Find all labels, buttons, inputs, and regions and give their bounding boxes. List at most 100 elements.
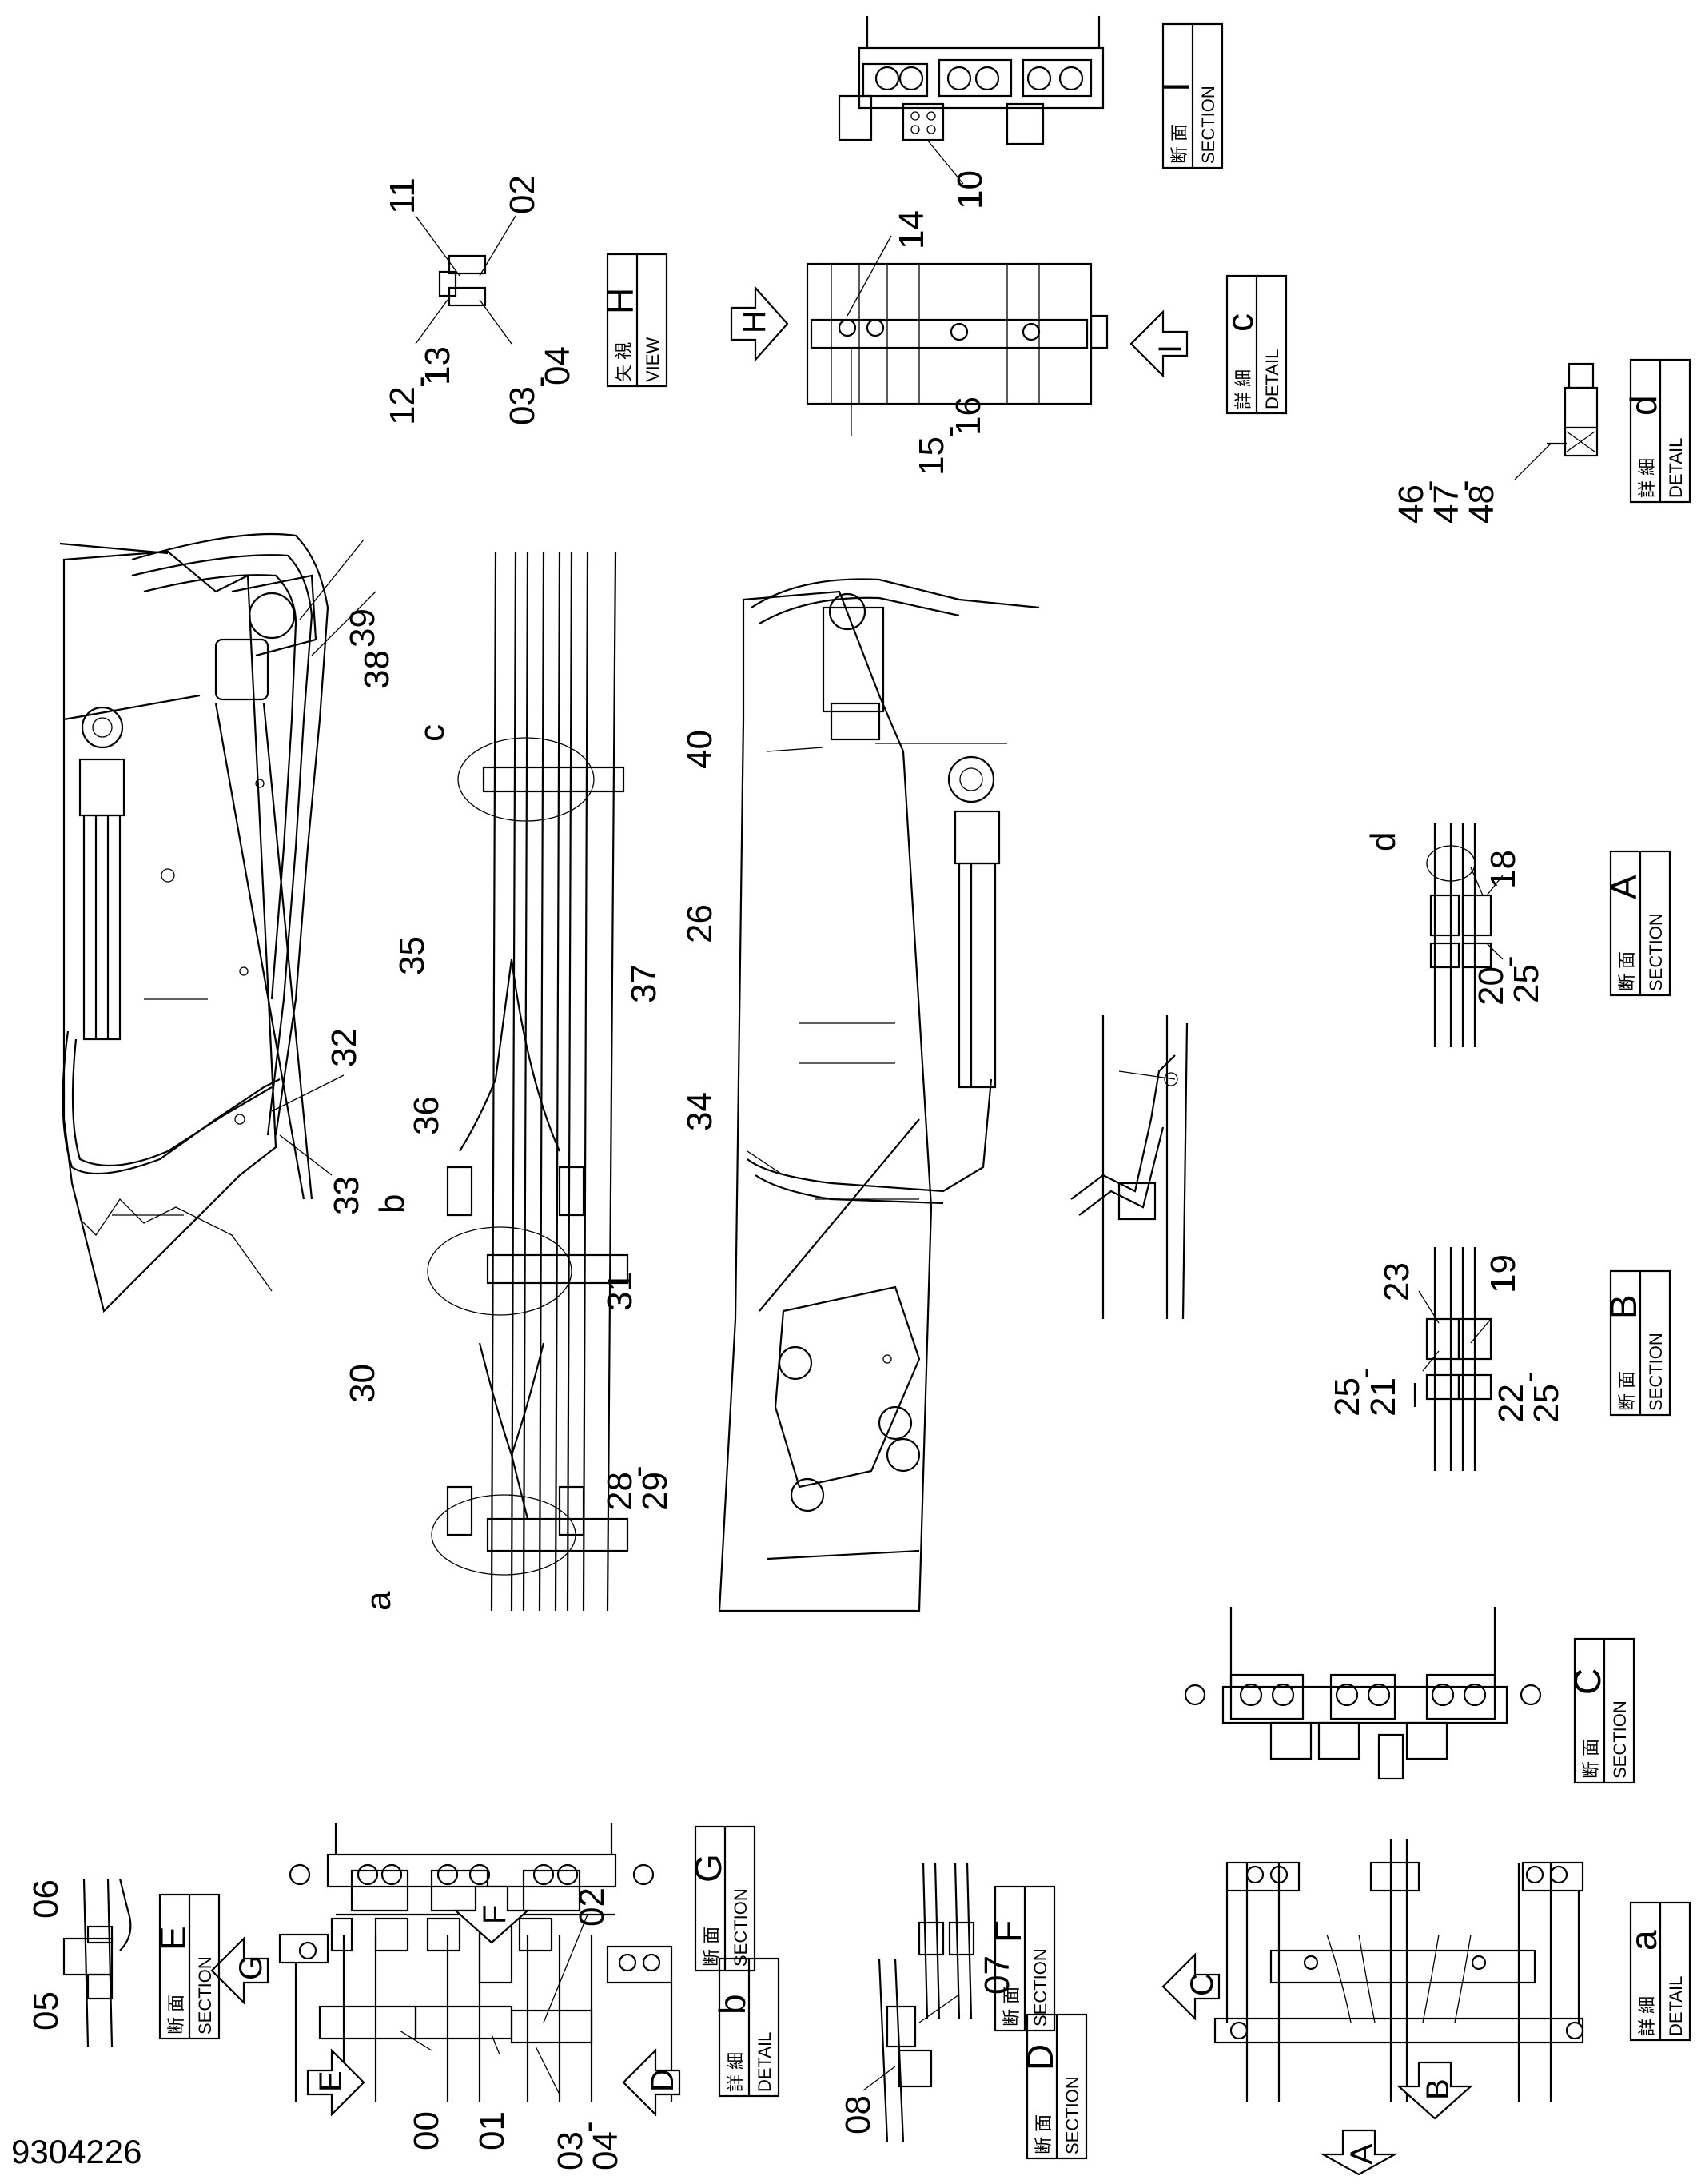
svg-text:断 面: 断 面	[1617, 1371, 1637, 1411]
section-d-drawing	[862, 1958, 960, 2143]
arrow-c: C	[1161, 1952, 1221, 2021]
box-section-d: D 断 面 SECTION	[1019, 2013, 1088, 2160]
svg-text:D: D	[645, 2069, 680, 2092]
arrow-f: F	[453, 1885, 530, 1944]
box-detail-a: a 詳 細 DETAIL	[1623, 1901, 1691, 2042]
callout-12: 12	[383, 386, 422, 425]
section-a-drawing	[1426, 823, 1504, 1047]
box-section-a: A 断 面 SECTION	[1603, 850, 1671, 997]
arrow-a: A	[1319, 2129, 1399, 2176]
callout-28: 28	[600, 1472, 639, 1511]
callout-16: 16	[949, 397, 988, 436]
svg-text:SECTION: SECTION	[1062, 2076, 1082, 2154]
box-detail-b: b 詳 細 DETAIL	[711, 1957, 780, 2098]
callout-47-dash: -	[1444, 480, 1484, 492]
callout-08: 08	[839, 2095, 878, 2134]
svg-text:SECTION: SECTION	[1030, 1948, 1050, 2027]
svg-text:SECTION: SECTION	[731, 1888, 751, 1967]
box-detail-c: c 詳 細 DETAIL	[1219, 274, 1288, 415]
callout-39: 39	[343, 608, 382, 648]
callout-46-dash: -	[1409, 480, 1448, 492]
arrow-i: I	[1129, 309, 1189, 378]
box-section-i: I 断 面 SECTION	[1155, 22, 1224, 169]
svg-text:G: G	[687, 1854, 729, 1883]
callout-20-dash: -	[1489, 955, 1528, 967]
callout-11: 11	[383, 177, 422, 214]
callout-01: 01	[472, 2111, 512, 2150]
svg-text:矢 視: 矢 視	[614, 342, 634, 382]
svg-text:DETAIL: DETAIL	[1262, 349, 1282, 409]
callout-18: 18	[1484, 850, 1523, 889]
svg-text:D: D	[1019, 2044, 1061, 2070]
svg-text:F: F	[987, 1920, 1029, 1943]
callout-25-section-b-dash: -	[1345, 1367, 1384, 1379]
boom-inset-drawing	[1070, 1015, 1189, 1320]
svg-text:断 面: 断 面	[166, 1995, 186, 2035]
arrow-d: D	[622, 2048, 681, 2117]
callout-20: 20	[1472, 966, 1511, 1006]
callout-23: 23	[1377, 1262, 1416, 1301]
section-e-drawing	[62, 1878, 132, 2047]
callout-19: 19	[1484, 1254, 1523, 1293]
callout-03-view-h-dash: -	[520, 376, 560, 388]
section-f-drawing	[918, 1862, 975, 2019]
callout-b-detail: b	[372, 1194, 412, 1214]
section-i-drawing	[838, 16, 1105, 185]
box-section-g: G 断 面 SECTION	[687, 1825, 756, 1972]
detail-d-drawing	[1514, 362, 1599, 480]
svg-text:断 面: 断 面	[1169, 124, 1189, 164]
box-detail-d: d 詳 細 DETAIL	[1623, 358, 1691, 504]
svg-text:C: C	[1567, 1668, 1608, 1695]
svg-text:I: I	[1153, 345, 1188, 353]
svg-text:H: H	[600, 288, 641, 314]
callout-05: 05	[26, 1991, 66, 2031]
arrow-h: H	[730, 285, 789, 362]
callout-33: 33	[327, 1176, 366, 1215]
callout-02-detail-b: 02	[572, 1887, 611, 1927]
callout-03-view-h: 03	[503, 386, 542, 425]
svg-text:DETAIL: DETAIL	[755, 2032, 775, 2092]
svg-text:DETAIL: DETAIL	[1666, 1976, 1686, 2036]
callout-31: 31	[600, 1272, 639, 1311]
svg-text:断 面: 断 面	[1581, 1739, 1601, 1779]
svg-text:詳 細: 詳 細	[726, 2052, 746, 2092]
callout-07: 07	[978, 1955, 1017, 1995]
svg-text:E: E	[152, 1926, 193, 1951]
svg-text:詳 細: 詳 細	[1233, 369, 1253, 409]
svg-text:詳 細: 詳 細	[1637, 458, 1657, 498]
callout-26: 26	[680, 904, 719, 943]
callout-48: 48	[1462, 484, 1501, 524]
callout-34: 34	[680, 1092, 719, 1131]
callout-40: 40	[680, 730, 719, 769]
callout-15: 15	[912, 436, 951, 476]
callout-37: 37	[624, 964, 663, 1003]
svg-text:c: c	[1219, 313, 1261, 332]
svg-text:b: b	[711, 1994, 753, 2015]
callout-13: 13	[418, 346, 457, 385]
svg-text:SECTION: SECTION	[195, 1956, 215, 2035]
callout-32: 32	[325, 1028, 364, 1067]
svg-text:DETAIL: DETAIL	[1666, 438, 1686, 498]
svg-text:B: B	[1420, 2078, 1456, 2100]
callout-25-section-b: 25	[1328, 1377, 1367, 1417]
arrow-g: G	[210, 1936, 269, 2005]
callout-47: 47	[1427, 484, 1466, 524]
callout-a-detail: a	[359, 1591, 398, 1611]
callout-12-dash: -	[400, 376, 440, 388]
svg-text:断 面: 断 面	[1034, 2114, 1054, 2154]
callout-03-detail-b-dash: -	[568, 2121, 608, 2133]
callout-25-section-b-end: 25	[1527, 1384, 1566, 1423]
callout-29: 29	[635, 1472, 675, 1511]
callout-22: 22	[1492, 1384, 1531, 1423]
drawing-number: 9304226	[11, 2133, 142, 2170]
callout-36: 36	[407, 1096, 446, 1135]
callout-d-detail: d	[1364, 832, 1403, 851]
svg-text:A: A	[1603, 875, 1644, 899]
box-section-f: F 断 面 SECTION	[987, 1885, 1056, 2032]
center-boom-drawing	[427, 551, 629, 1612]
svg-text:SECTION: SECTION	[1198, 86, 1218, 164]
callout-04-view-h: 04	[538, 346, 577, 385]
callout-10: 10	[950, 170, 990, 209]
svg-text:SECTION: SECTION	[1646, 913, 1666, 991]
callout-28-dash: -	[618, 1465, 657, 1477]
